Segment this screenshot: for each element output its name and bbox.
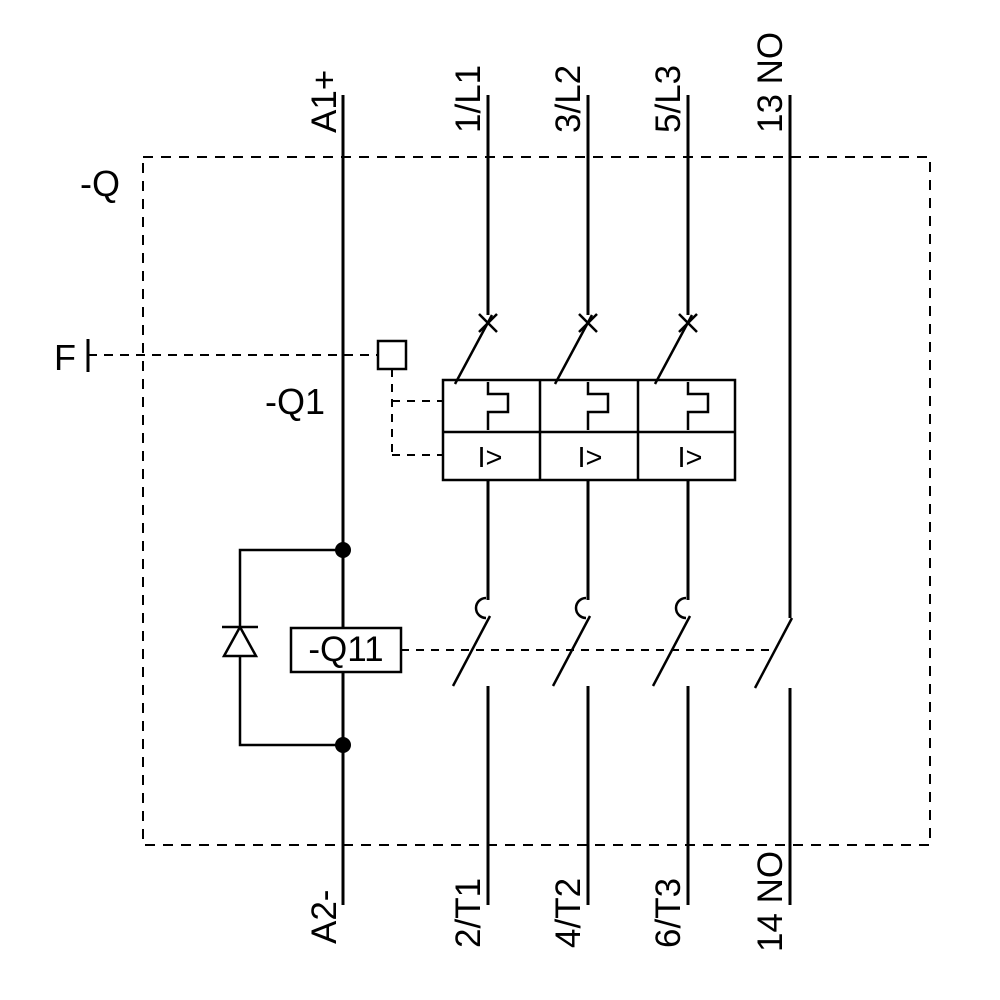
diode-triangle [221,624,259,658]
main-contact-arc-l1 [474,596,487,620]
pole-l1: I> 1/L1 2/T1 [449,65,510,948]
terminal-label-6t3: 6/T3 [649,878,688,948]
main-contact-blade-l2 [551,615,592,687]
thermal-release-symbol-l1 [486,382,510,430]
thermal-release-symbol-l2 [586,382,610,430]
breaker-contact-blade-l1 [453,314,494,385]
main-contact-blade-l1 [451,615,492,687]
aux-contact-13-14: 13 NO 14 NO [751,32,794,952]
contactor-label: -Q11 [308,630,383,669]
terminal-label-5l3: 5/L3 [649,65,688,133]
main-contact-arc-l3 [674,596,687,620]
enclosure-dashed-border [142,156,931,846]
terminal-label-a1: A1+ [305,70,344,133]
thermal-release-symbol-l3 [686,382,710,430]
junction-dot-bottom [335,737,351,753]
pole-l2: I> 3/L2 4/T2 [549,65,610,948]
junction-dot-top [335,542,351,558]
pole-l3: I> 5/L3 6/T3 [649,65,710,948]
main-contact-arc-l2 [574,596,587,620]
terminal-label-14no: 14 NO [751,851,790,952]
trip-actuator-square [376,339,408,371]
terminal-label-4t2: 4/T2 [549,878,588,948]
overcurrent-release-symbol-l3: I> [678,442,703,474]
terminal-label-2t1: 2/T1 [449,878,488,948]
breaker-contact-blade-l2 [553,314,594,385]
aux-contact-blade [753,617,794,689]
overcurrent-release-symbol-l2: I> [578,442,603,474]
terminal-label-3l2: 3/L2 [549,65,588,133]
breaker-contact-blade-l3 [653,314,694,385]
breaker-label: -Q1 [265,381,325,422]
terminal-label-13no: 13 NO [751,32,790,133]
diode-branch-lower-wire [238,656,343,747]
diode-branch-upper-wire [238,548,343,627]
fault-line-label: F [54,337,76,378]
main-contact-blade-l3 [651,615,692,687]
terminal-label-1l1: 1/L1 [449,65,488,133]
enclosure-device-label: -Q [80,163,120,204]
overcurrent-release-symbol-l1: I> [478,442,503,474]
terminal-label-a2: A2- [305,890,344,944]
